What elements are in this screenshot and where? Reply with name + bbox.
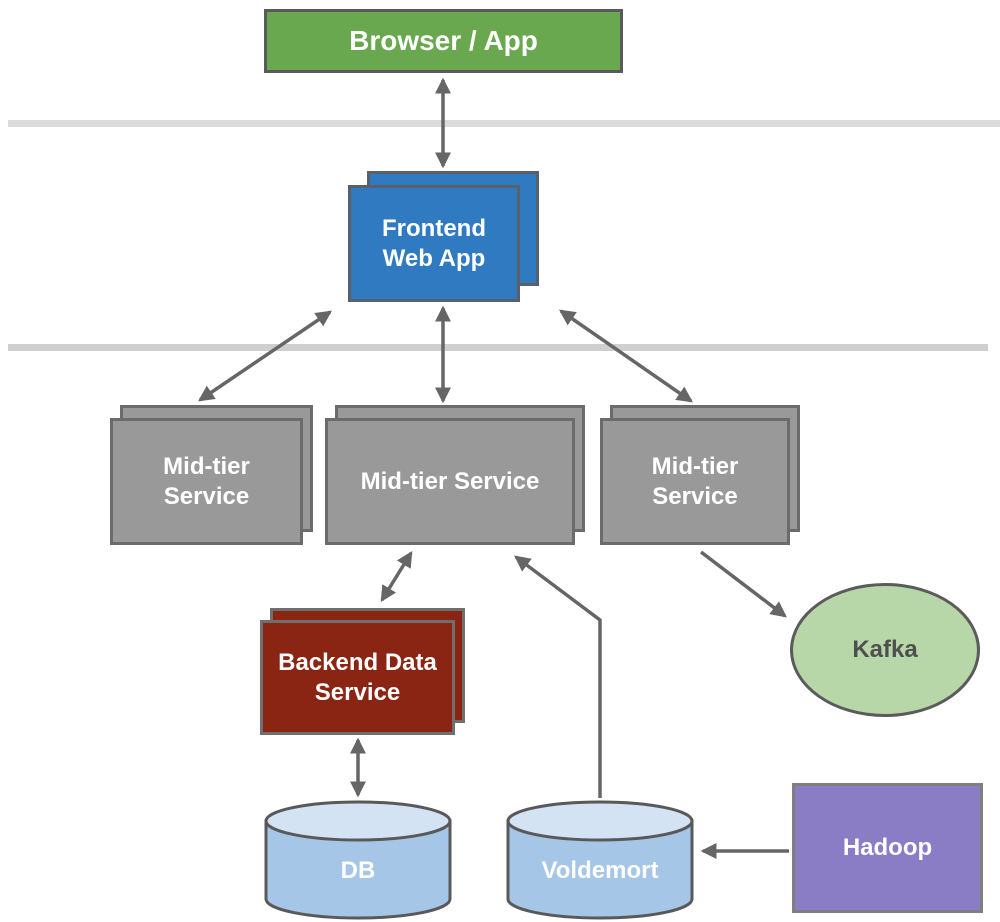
- node-frontend-web-app: Frontend Web App: [348, 171, 540, 303]
- node-mid-tier-center-label: Mid-tier Service: [360, 467, 540, 495]
- node-frontend-web-app-label: Frontend Web App: [382, 215, 486, 272]
- node-backend-data-service: Backend Data Service: [260, 608, 466, 736]
- tier-separator-line-middle: [8, 344, 988, 351]
- node-voldemort: Voldemort: [505, 800, 695, 920]
- node-mid-tier-service-right: Mid-tier Service: [600, 405, 801, 546]
- edge-frontend-midleft: [198, 310, 332, 402]
- voldemort-cylinder-shape: [506, 800, 694, 920]
- node-backend-box: Backend Data Service: [260, 620, 455, 735]
- node-mid-tier-right-box: Mid-tier Service: [600, 418, 790, 545]
- node-hadoop-label: Hadoop: [842, 834, 933, 862]
- edge-frontend-midright: [559, 309, 693, 403]
- node-backend-label: Backend Data Service: [278, 649, 437, 706]
- node-db: DB: [263, 800, 453, 920]
- node-mid-tier-center-box: Mid-tier Service: [325, 418, 575, 545]
- edge-midright-kafka: [699, 550, 787, 618]
- tier-separator-line-top: [8, 120, 1000, 127]
- db-cylinder-shape: [264, 800, 452, 920]
- node-voldemort-label: Voldemort: [541, 857, 659, 885]
- node-mid-tier-left-box: Mid-tier Service: [110, 418, 303, 545]
- node-kafka: Kafka: [790, 583, 980, 717]
- node-mid-tier-right-label: Mid-tier Service: [651, 453, 739, 510]
- node-frontend-web-app-box: Frontend Web App: [348, 185, 520, 302]
- node-browser-app: Browser / App: [264, 9, 623, 73]
- edge-voldemort-midcenter: [514, 555, 602, 798]
- edge-midcenter-backend: [380, 550, 413, 603]
- node-mid-tier-service-left: Mid-tier Service: [110, 405, 314, 546]
- node-mid-tier-left-label: Mid-tier Service: [163, 453, 250, 510]
- kafka-ellipse-shape: [790, 583, 980, 717]
- node-kafka-label: Kafka: [852, 636, 918, 664]
- node-browser-app-label: Browser / App: [349, 24, 538, 56]
- node-hadoop: Hadoop: [792, 783, 983, 913]
- node-mid-tier-service-center: Mid-tier Service: [325, 405, 586, 546]
- node-db-label: DB: [340, 857, 376, 885]
